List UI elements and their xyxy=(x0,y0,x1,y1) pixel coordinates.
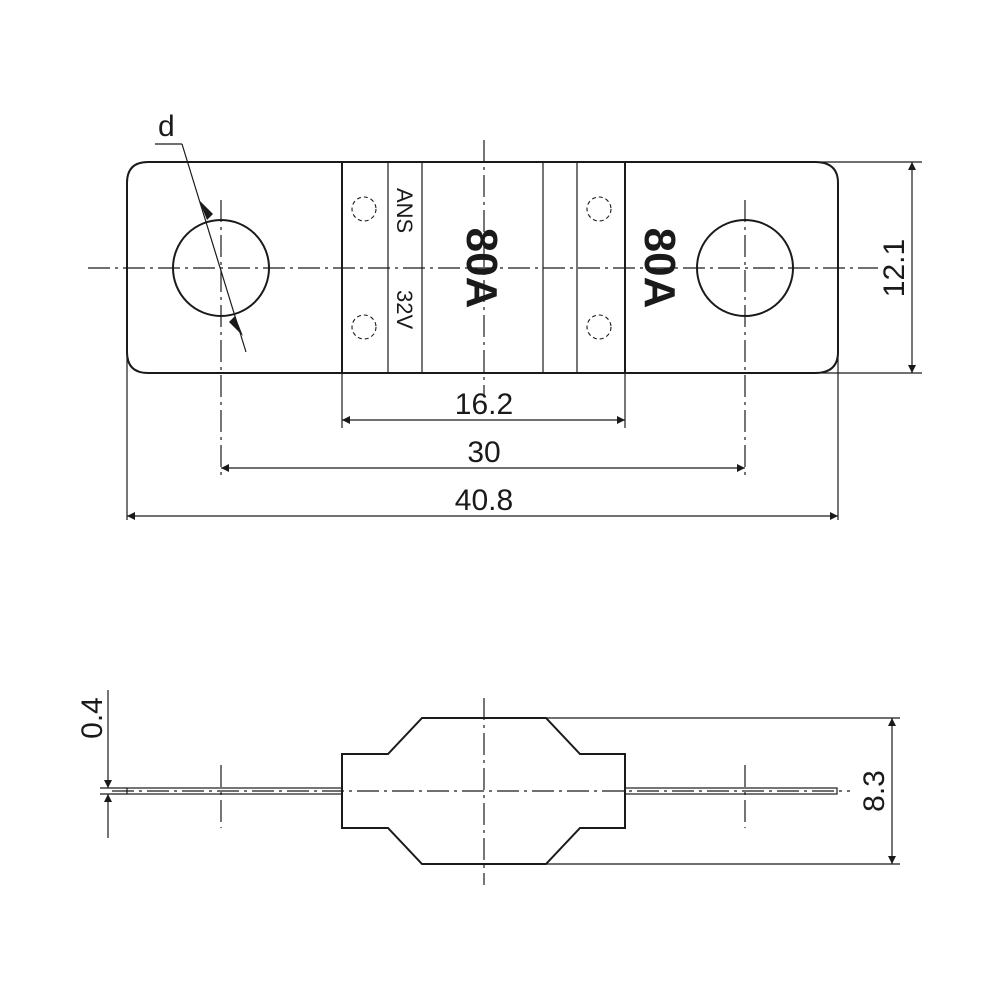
rivet-hole xyxy=(351,314,377,340)
side-body-profile xyxy=(341,717,626,865)
side-view: 8.3 0.4 xyxy=(76,690,900,885)
dim-thickness: 0.4 xyxy=(76,697,109,739)
rivet-hole xyxy=(586,196,612,222)
dim-hole-spacing: 30 xyxy=(467,436,500,469)
rivet-hole xyxy=(351,196,377,222)
rating-text-center: 80A xyxy=(457,228,506,309)
dim-height: 12.1 xyxy=(878,239,911,297)
diameter-arrow xyxy=(199,200,213,220)
diameter-arrow xyxy=(229,316,243,336)
dim-body-height: 8.3 xyxy=(858,770,891,812)
top-view: d ANS 32V 80A 80A 16.2 30 40.8 12.1 xyxy=(88,110,922,520)
hole-diameter-label: d xyxy=(158,110,175,143)
dim-body-width: 16.2 xyxy=(455,388,513,421)
dim-total-length: 40.8 xyxy=(455,484,513,517)
voltage-text: 32V xyxy=(392,290,417,329)
rating-text-right: 80A xyxy=(635,228,684,309)
brand-text: ANS xyxy=(392,188,417,233)
rivet-hole xyxy=(586,314,612,340)
